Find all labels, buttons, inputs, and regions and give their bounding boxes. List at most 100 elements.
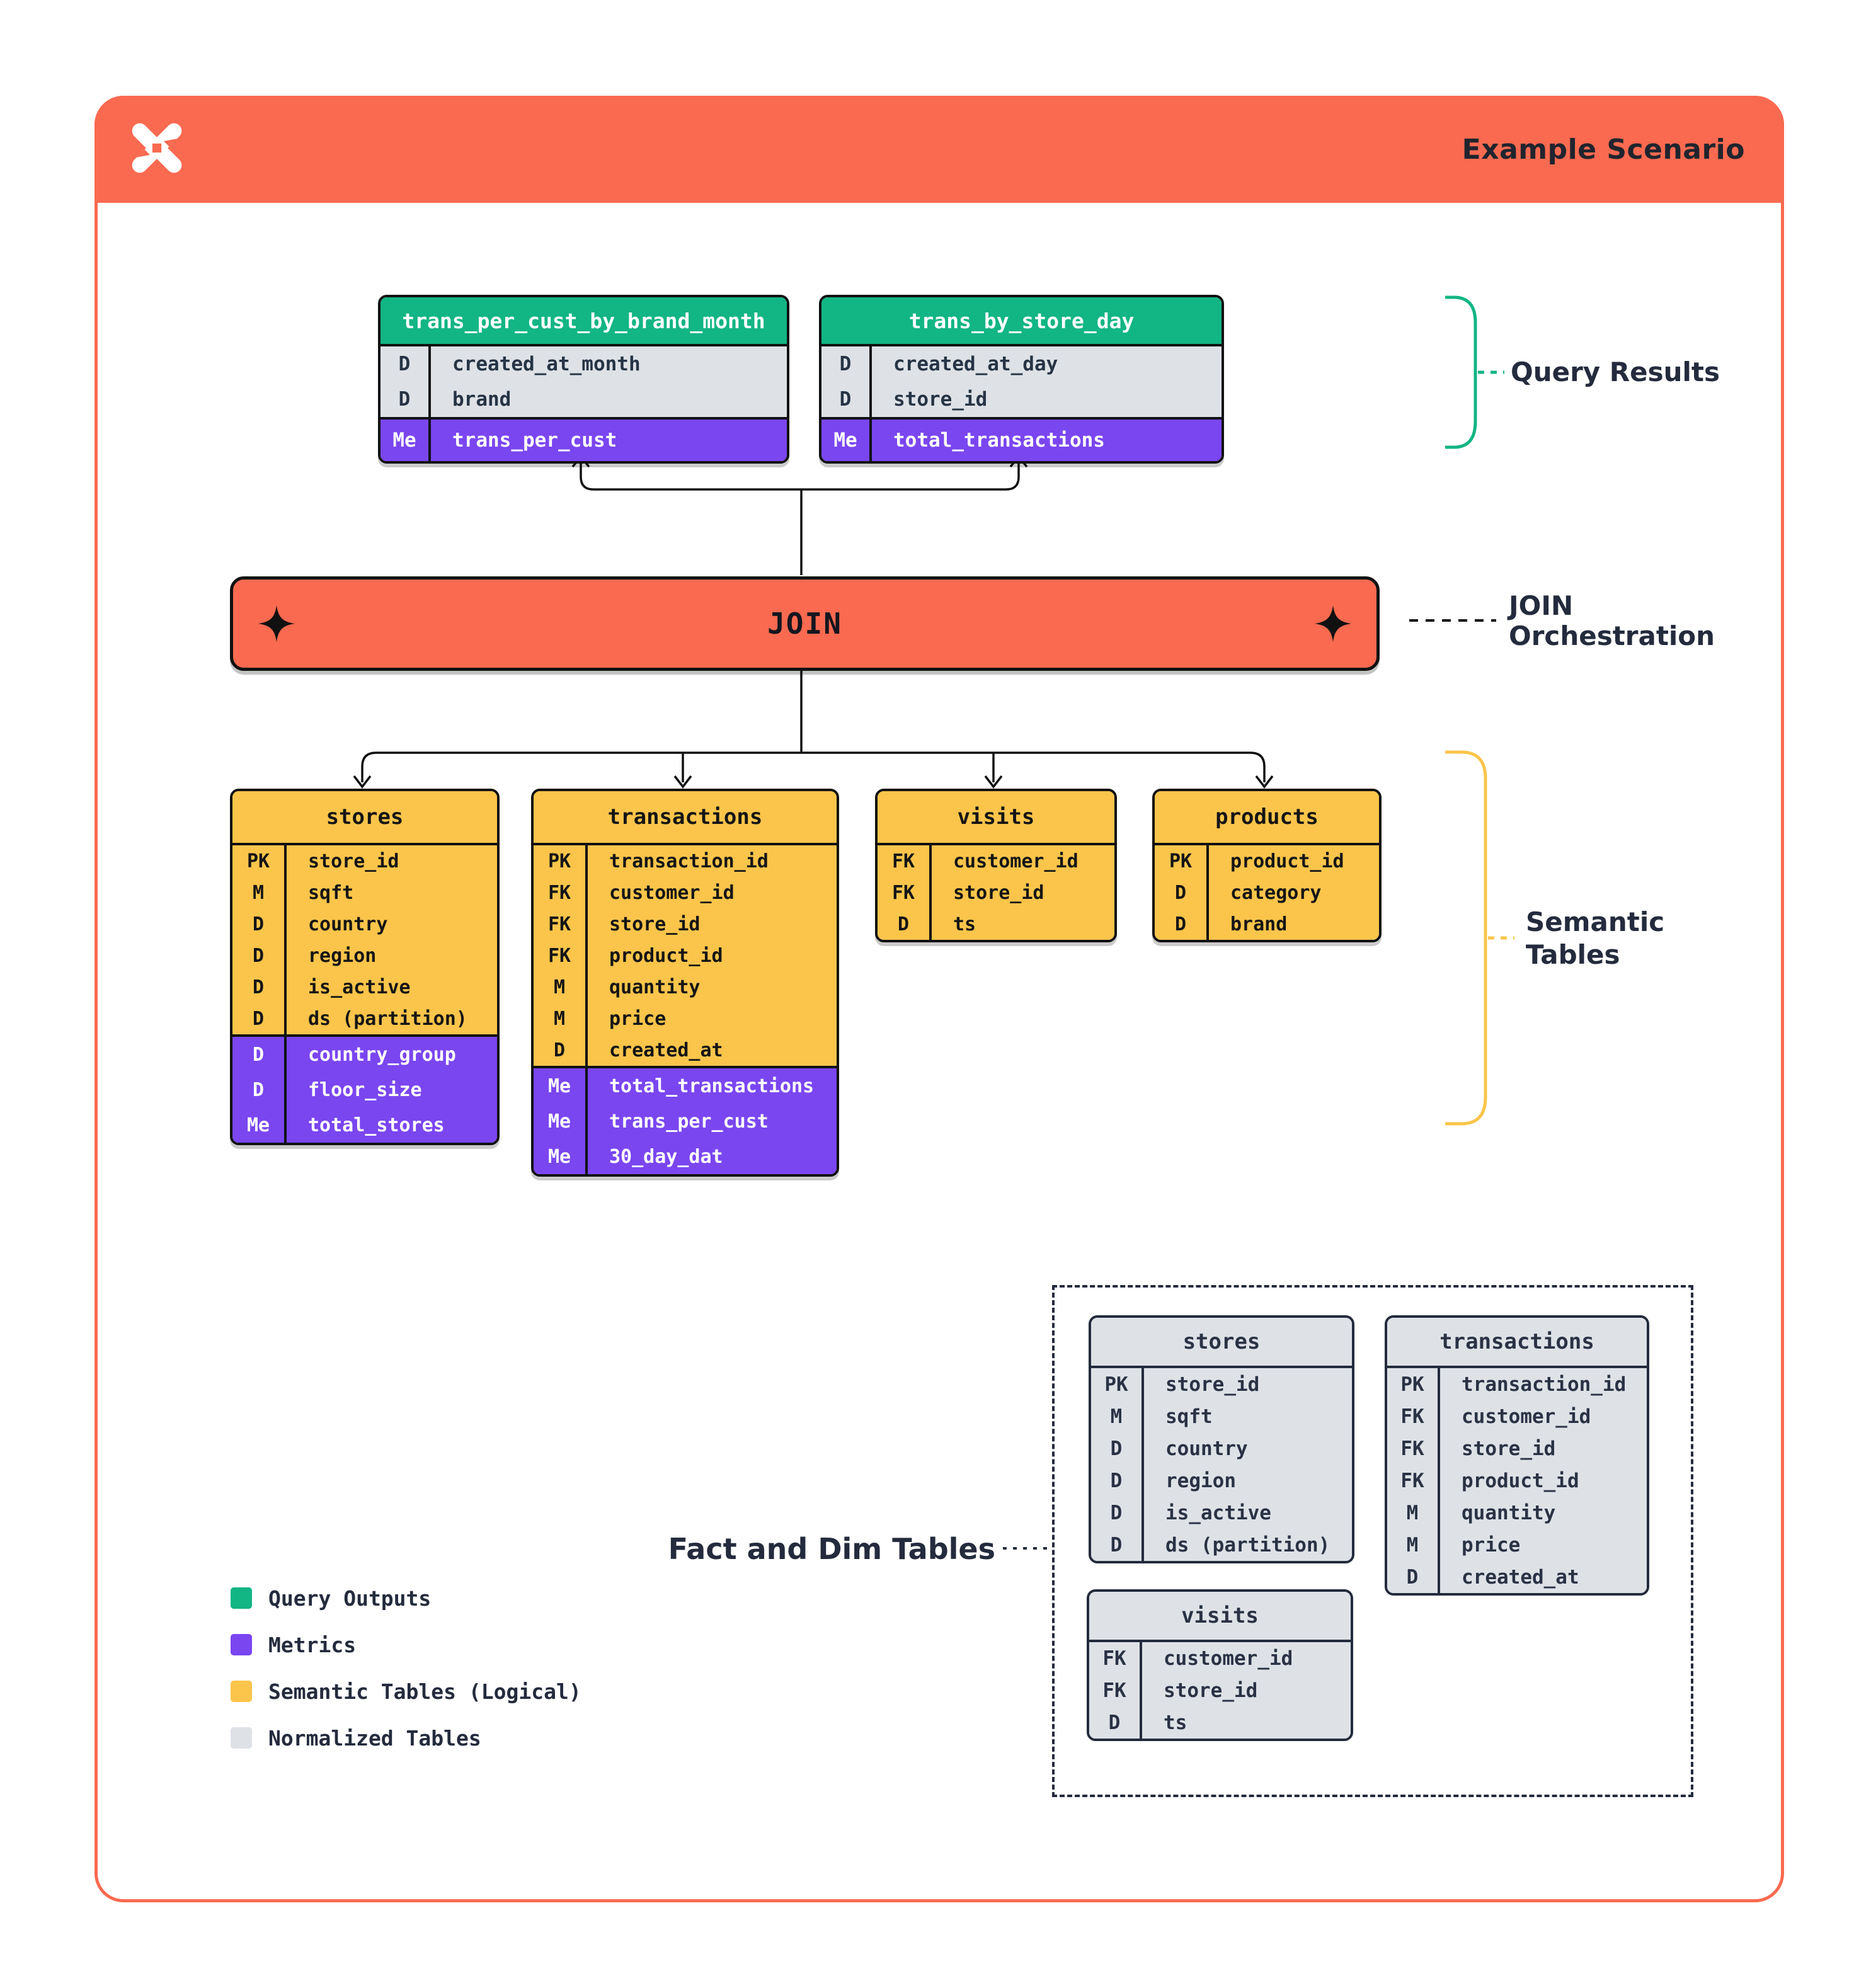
- semantic-tables-label-line2: Tables: [1526, 939, 1620, 970]
- row-field: store_id: [1165, 1373, 1260, 1396]
- row-key: FK: [534, 877, 588, 908]
- row-key: D: [1091, 1529, 1144, 1561]
- semantic-table-stores: stores PK store_id M sqft D country D re…: [230, 789, 500, 1145]
- row-field: country: [1165, 1437, 1248, 1460]
- row-field: ts: [1164, 1711, 1187, 1734]
- table-row: D created_at: [1387, 1561, 1647, 1593]
- table-row: D store_id: [821, 382, 1222, 417]
- row-key: PK: [1155, 845, 1209, 877]
- table-row: PK transaction_id: [1387, 1368, 1647, 1400]
- row-field: ts: [953, 913, 976, 935]
- table-row: FK product_id: [534, 940, 837, 971]
- row-key: M: [534, 971, 588, 1003]
- row-key: M: [534, 1003, 588, 1034]
- row-field: created_at_month: [452, 353, 641, 375]
- row-field: product_id: [1462, 1469, 1579, 1492]
- row-field: is_active: [308, 976, 411, 998]
- row-key: Me: [380, 420, 431, 461]
- row-field: country_group: [308, 1043, 456, 1066]
- legend-label: Semantic Tables (Logical): [268, 1679, 581, 1704]
- table-row: FK customer_id: [534, 877, 837, 908]
- join-label: JOIN: [767, 607, 842, 641]
- row-field: ds (partition): [1165, 1533, 1330, 1557]
- row-field: store_id: [1164, 1679, 1258, 1702]
- table-title: stores: [232, 791, 497, 845]
- table-title: trans_by_store_day: [821, 297, 1222, 346]
- table-row: PK store_id: [1091, 1368, 1352, 1400]
- row-key: Me: [534, 1068, 588, 1104]
- card-header: Example Scenario: [94, 96, 1784, 203]
- row-field: price: [1462, 1533, 1521, 1557]
- normalized-table-visits: visits FK customer_id FK store_id D ts: [1087, 1589, 1353, 1741]
- row-key: FK: [1387, 1432, 1440, 1465]
- row-key: D: [821, 382, 872, 417]
- table-row: M quantity: [534, 971, 837, 1003]
- row-field: trans_per_cust: [609, 1110, 769, 1133]
- legend: Query Outputs Metrics Semantic Tables (L…: [231, 1586, 581, 1774]
- table-row: Me total_stores: [232, 1107, 497, 1143]
- row-key: FK: [534, 908, 588, 940]
- legend-swatch-yellow: [231, 1681, 252, 1702]
- row-field: customer_id: [1462, 1405, 1591, 1428]
- row-field: quantity: [609, 976, 701, 998]
- diamond-star-icon: [1314, 605, 1352, 643]
- row-key: D: [1091, 1497, 1144, 1529]
- row-key: D: [1091, 1465, 1144, 1497]
- join-orchestration-label-line2: Orchestration: [1509, 620, 1715, 651]
- row-key: D: [1089, 1706, 1142, 1739]
- row-key: D: [232, 1003, 287, 1034]
- legend-swatch-green: [231, 1587, 252, 1609]
- table-title: transactions: [534, 791, 837, 845]
- table-row: D created_at: [534, 1034, 837, 1066]
- semantic-tables-label-line1: Semantic: [1526, 906, 1665, 937]
- table-title: visits: [878, 791, 1114, 845]
- metric-rows: D country_group D floor_size Me total_st…: [232, 1034, 497, 1143]
- row-field: store_id: [953, 881, 1044, 904]
- row-key: Me: [232, 1107, 287, 1143]
- row-key: D: [232, 908, 287, 940]
- table-row: D is_active: [1091, 1497, 1352, 1529]
- legend-item-metrics: Metrics: [231, 1633, 581, 1657]
- table-row: FK store_id: [1387, 1432, 1647, 1465]
- row-key: M: [232, 877, 287, 908]
- row-key: D: [1155, 908, 1209, 940]
- row-key: D: [232, 940, 287, 971]
- row-field: floor_size: [308, 1078, 422, 1101]
- table-row: D ds (partition): [1091, 1529, 1352, 1561]
- table-row: D region: [232, 940, 497, 971]
- semantic-table-transactions: transactions PK transaction_id FK custom…: [531, 789, 839, 1177]
- dimension-rows: D created_at_day D store_id: [821, 346, 1222, 417]
- table-row: D created_at_month: [380, 346, 787, 382]
- normalized-table-transactions: transactions PK transaction_id FK custom…: [1385, 1315, 1649, 1596]
- row-key: FK: [1387, 1400, 1440, 1432]
- row-key: FK: [878, 845, 932, 877]
- table-row: M sqft: [232, 877, 497, 908]
- row-field: region: [1165, 1469, 1236, 1492]
- table-title: products: [1155, 791, 1379, 845]
- row-key: D: [232, 1037, 287, 1072]
- table-row: D brand: [1155, 908, 1379, 940]
- row-key: D: [1155, 877, 1209, 908]
- semantic-table-visits: visits FK customer_id FK store_id D ts: [875, 789, 1117, 942]
- row-field: ds (partition): [308, 1007, 467, 1030]
- table-row: FK store_id: [1089, 1674, 1351, 1706]
- row-key: D: [380, 382, 431, 417]
- table-title: visits: [1089, 1592, 1351, 1642]
- table-row: FK customer_id: [1089, 1642, 1351, 1674]
- row-field: region: [308, 944, 377, 967]
- legend-item-normalized-tables: Normalized Tables: [231, 1725, 581, 1751]
- row-key: D: [1387, 1561, 1440, 1593]
- table-row: D country: [232, 908, 497, 940]
- query-result-table-trans-by-store: trans_by_store_day D created_at_day D st…: [819, 295, 1224, 464]
- table-row: D ts: [1089, 1706, 1351, 1739]
- row-key: M: [1387, 1497, 1440, 1529]
- row-field: customer_id: [609, 881, 735, 904]
- legend-label: Normalized Tables: [268, 1725, 481, 1751]
- metric-rows: Me trans_per_cust: [380, 417, 787, 461]
- row-key: D: [1091, 1432, 1144, 1465]
- row-field: store_id: [609, 913, 701, 935]
- row-field: category: [1230, 881, 1322, 904]
- table-row: Me trans_per_cust: [534, 1104, 837, 1139]
- row-field: customer_id: [1164, 1647, 1293, 1670]
- table-row: M sqft: [1091, 1400, 1352, 1432]
